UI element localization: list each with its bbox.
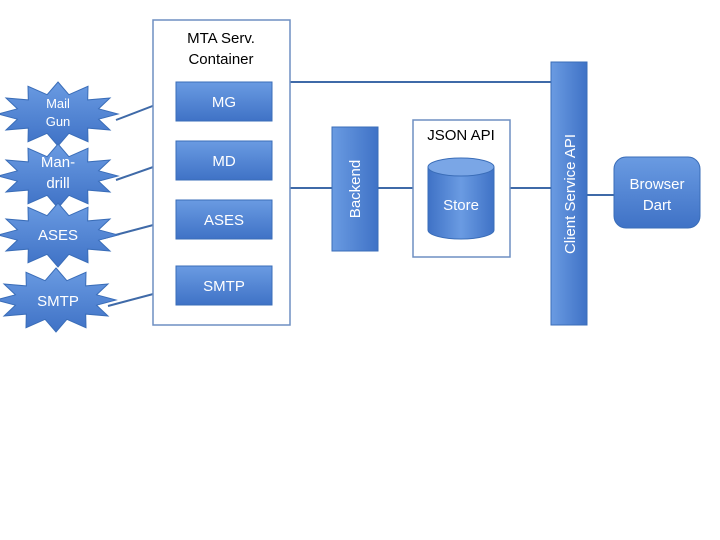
browser-label-line2: Dart — [643, 197, 672, 214]
provider-mailgun-line1: Mail — [46, 96, 70, 111]
adapter-ases-label: ASES — [204, 212, 244, 229]
backend-box — [331, 126, 379, 252]
store-cylinder — [427, 157, 495, 240]
browser-label-line1: Browser — [629, 176, 684, 193]
adapter-md-box — [175, 140, 273, 181]
adapter-md-label: MD — [212, 153, 235, 170]
adapter-smtp-label: SMTP — [203, 278, 245, 295]
provider-mandrill-line1: Man- — [41, 154, 75, 171]
adapter-ases-box — [175, 199, 273, 240]
client-service-api-box — [550, 61, 588, 326]
provider-burst-ases — [0, 202, 120, 268]
adapter-mg-box — [175, 81, 273, 122]
provider-burst-smtp — [0, 267, 118, 333]
json-api-title: JSON API — [427, 127, 495, 144]
backend-label: Backend — [347, 160, 364, 218]
provider-mandrill-line2: drill — [46, 175, 69, 192]
adapter-mg-label: MG — [212, 94, 236, 111]
provider-bursts — [0, 81, 120, 333]
client-service-api-label: Client Service API — [562, 134, 579, 254]
store-label: Store — [443, 197, 479, 214]
container-title-line2: Container — [188, 51, 253, 68]
browser-dart-box — [613, 156, 701, 229]
adapter-smtp-box — [175, 265, 273, 306]
provider-mailgun-line2: Gun — [46, 114, 71, 129]
provider-ases-label: ASES — [38, 227, 78, 244]
provider-smtp-label: SMTP — [37, 293, 79, 310]
container-title-line1: MTA Serv. — [187, 30, 255, 47]
